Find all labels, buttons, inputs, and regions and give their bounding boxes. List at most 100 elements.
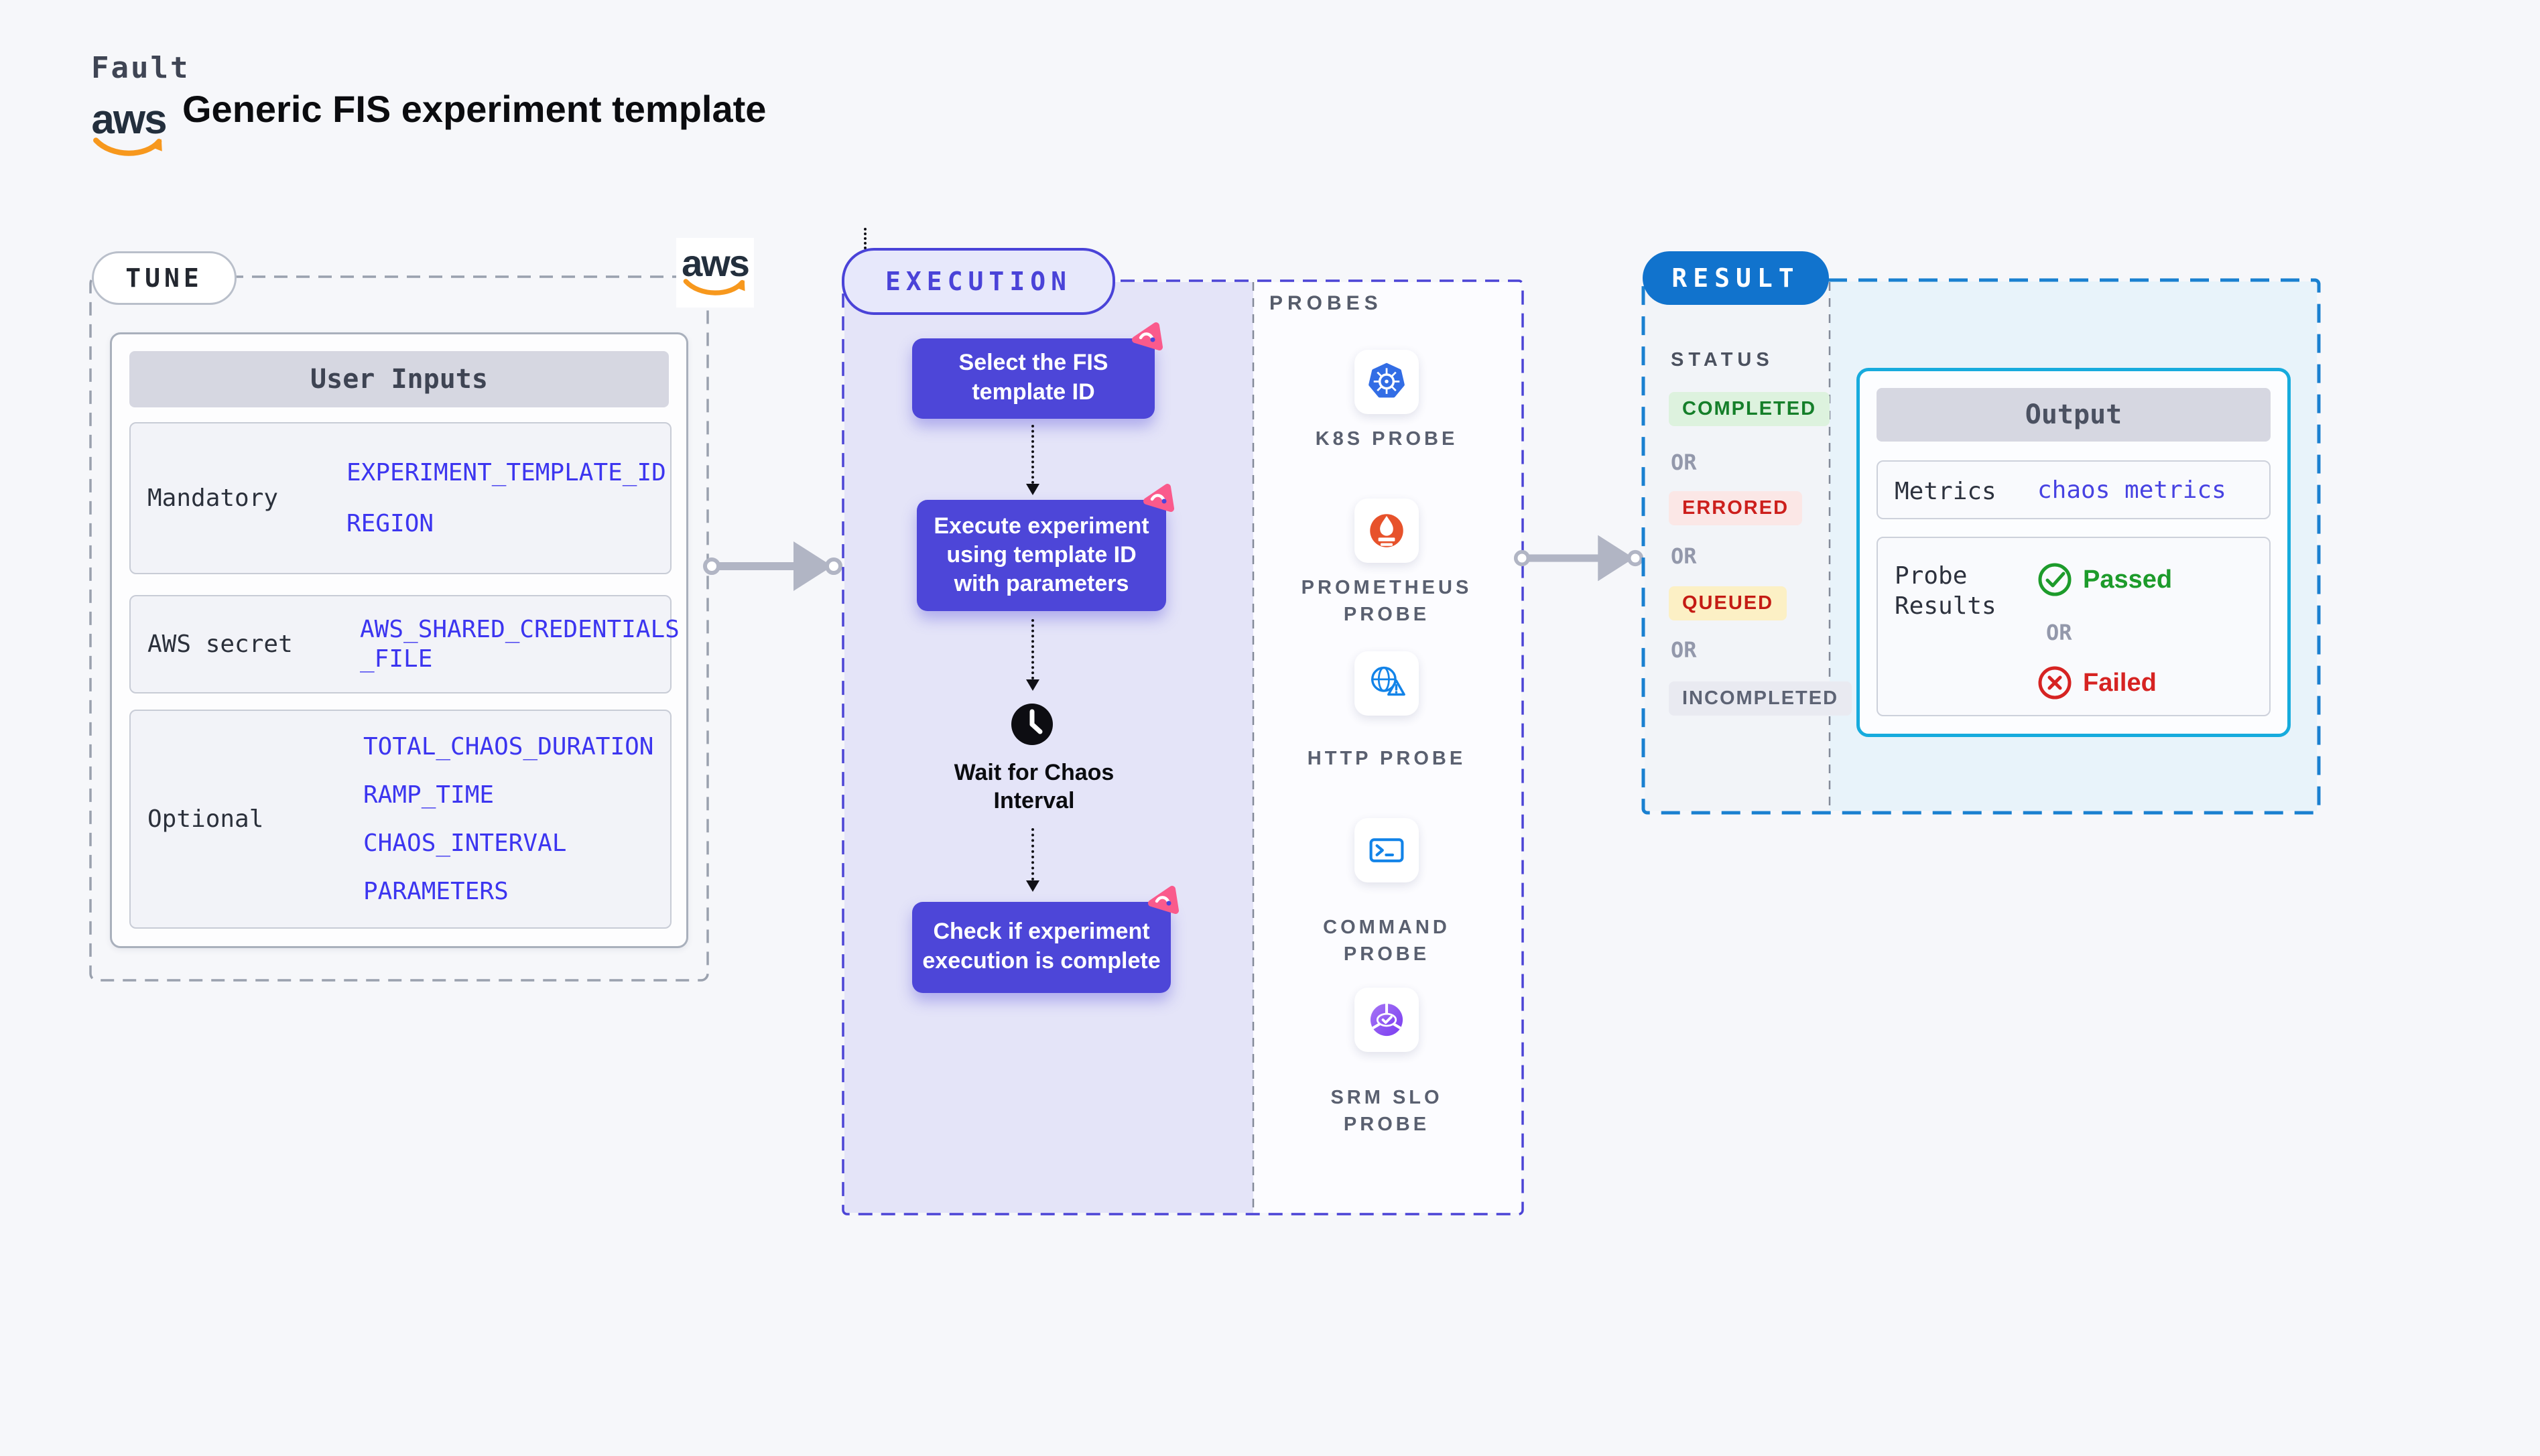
brand-label: Fault xyxy=(91,51,190,85)
or-text: OR xyxy=(1671,450,1697,475)
execution-to-result-arrow xyxy=(1513,535,1644,582)
probe-label-line: PROBE xyxy=(1343,604,1430,625)
probe-label-line: COMMAND xyxy=(1323,917,1450,938)
chaos-experiment-icon xyxy=(1132,322,1163,350)
row-values: TOTAL_CHAOS_DURATION RAMP_TIME CHAOS_INT… xyxy=(363,711,653,927)
step-wait-for-chaos-interval: Wait for Chaos Interval xyxy=(912,758,1156,815)
aws-logo-text: aws xyxy=(682,242,750,284)
aws-swoosh-icon xyxy=(683,279,745,295)
metrics-label: Metrics xyxy=(1895,478,1996,505)
probe-label: COMMAND PROBE xyxy=(1266,914,1507,968)
failed-text: Failed xyxy=(2083,668,2157,697)
value: RAMP_TIME xyxy=(363,781,495,809)
value: EXPERIMENT_TEMPLATE_ID xyxy=(346,458,666,486)
row-values: EXPERIMENT_TEMPLATE_ID REGION xyxy=(346,423,666,573)
execution-label: EXECUTION xyxy=(842,248,1115,315)
probe-label-line: SRM SLO xyxy=(1330,1087,1443,1108)
aws-logo: aws xyxy=(89,99,168,162)
output-card: Output Metrics chaos metrics Probe Resul… xyxy=(1856,368,2291,737)
probe-label: K8S PROBE xyxy=(1266,425,1507,452)
row-label: AWS secret xyxy=(147,631,293,658)
result-section: RESULT STATUS COMPLETED OR ERRORED OR QU… xyxy=(1641,251,2321,817)
value: CHAOS_INTERVAL xyxy=(363,829,567,857)
probe-results-row: Probe Results Passed OR xyxy=(1877,537,2271,716)
probe-card-http xyxy=(1354,651,1419,716)
metrics-row: Metrics chaos metrics xyxy=(1877,460,2271,519)
step-execute-experiment: Execute experiment using template ID wit… xyxy=(917,484,1174,611)
chaos-experiment-icon xyxy=(1148,886,1179,914)
status-badge-errored: ERRORED xyxy=(1669,491,1803,525)
srm-slo-icon xyxy=(1370,1003,1403,1037)
tune-dashed-border xyxy=(89,275,709,982)
probe-label-line: PROMETHEUS xyxy=(1301,577,1472,598)
status-panel xyxy=(1645,281,1830,811)
verdict-failed: Failed xyxy=(2037,665,2157,700)
passed-text: Passed xyxy=(2083,565,2173,594)
probe-card-k8s xyxy=(1354,350,1419,414)
step-text: using template ID xyxy=(946,542,1137,568)
step-text: execution is complete xyxy=(922,948,1161,974)
value: AWS_SHARED_CREDENTIALS xyxy=(360,615,680,643)
step-text: Interval xyxy=(993,788,1075,813)
aws-logo-text: aws xyxy=(91,96,167,143)
table-row-aws-secret: AWS secret AWS_SHARED_CREDENTIALS _FILE xyxy=(129,595,680,693)
row-label: Optional xyxy=(147,805,264,833)
result-dashed-border xyxy=(1641,278,2321,815)
step-text: Check if experiment xyxy=(933,919,1150,944)
flow-arrow-down xyxy=(1026,619,1039,691)
clock-icon xyxy=(1011,704,1053,745)
step-select-template: Select the FIS template ID xyxy=(912,322,1163,419)
probe-label: HTTP PROBE xyxy=(1266,745,1507,772)
command-icon xyxy=(1369,838,1404,862)
or-text: OR xyxy=(1671,637,1697,663)
table-row-mandatory: Mandatory EXPERIMENT_TEMPLATE_ID REGION xyxy=(129,422,672,574)
table-row-optional: Optional TOTAL_CHAOS_DURATION RAMP_TIME … xyxy=(129,710,672,929)
user-inputs-table: User Inputs Mandatory EXPERIMENT_TEMPLAT… xyxy=(110,332,688,948)
http-icon xyxy=(1371,666,1405,696)
status-badge-incompleted: INCOMPLETED xyxy=(1669,681,1852,716)
probe-card-srm-slo xyxy=(1354,988,1419,1052)
step-text: Execute experiment xyxy=(934,513,1149,539)
value: REGION xyxy=(346,509,434,537)
step-text: with parameters xyxy=(954,571,1129,596)
execution-dashed-border xyxy=(842,279,1524,1215)
value: TOTAL_CHAOS_DURATION xyxy=(363,732,654,760)
value: PARAMETERS xyxy=(363,877,509,905)
probe-label-line: K8S PROBE xyxy=(1315,428,1458,450)
probe-results-label-line: Probe xyxy=(1895,562,1968,590)
check-circle-icon xyxy=(2038,563,2072,596)
row-values: AWS_SHARED_CREDENTIALS _FILE xyxy=(360,596,680,692)
probe-label-line: PROBE xyxy=(1343,1114,1430,1135)
probe-label: SRM SLO PROBE xyxy=(1266,1084,1507,1138)
aws-logo-tune: aws xyxy=(676,238,754,308)
execution-section: EXECUTION Select the FIS template ID Exe… xyxy=(842,228,1525,1218)
aws-swoosh-icon xyxy=(93,137,162,156)
probe-card-command xyxy=(1354,818,1419,882)
status-badge-queued: QUEUED xyxy=(1669,586,1787,620)
step-text: template ID xyxy=(972,379,1095,405)
step-check-complete: Check if experiment execution is complet… xyxy=(912,886,1179,993)
metrics-value-link: chaos metrics xyxy=(2037,476,2226,504)
result-label: RESULT xyxy=(1643,251,1829,305)
tune-label: TUNE xyxy=(92,251,237,305)
page-title: Generic FIS experiment template xyxy=(182,88,767,130)
verdict-passed: Passed xyxy=(2037,562,2172,597)
execution-flow-panel xyxy=(844,282,1253,1213)
chaos-experiment-icon xyxy=(1143,484,1174,512)
prometheus-icon xyxy=(1370,514,1403,547)
status-label: STATUS xyxy=(1671,349,1774,371)
probes-label: PROBES xyxy=(1269,292,1383,314)
kubernetes-icon xyxy=(1369,362,1405,398)
flow-arrow-down xyxy=(1026,828,1039,892)
step-text: Wait for Chaos xyxy=(954,760,1115,785)
value: _FILE xyxy=(360,645,433,673)
output-header: Output xyxy=(1877,388,2271,442)
probe-label-line: HTTP PROBE xyxy=(1307,748,1466,769)
user-inputs-header: User Inputs xyxy=(129,351,669,407)
tune-to-execution-arrow xyxy=(703,541,842,591)
probe-card-prometheus xyxy=(1354,499,1419,563)
flow-arrow-down xyxy=(1026,425,1039,495)
probe-label-line: PROBE xyxy=(1343,943,1430,965)
probe-label: PROMETHEUS PROBE xyxy=(1266,574,1507,628)
probe-results-label: Probe Results xyxy=(1895,561,1996,621)
